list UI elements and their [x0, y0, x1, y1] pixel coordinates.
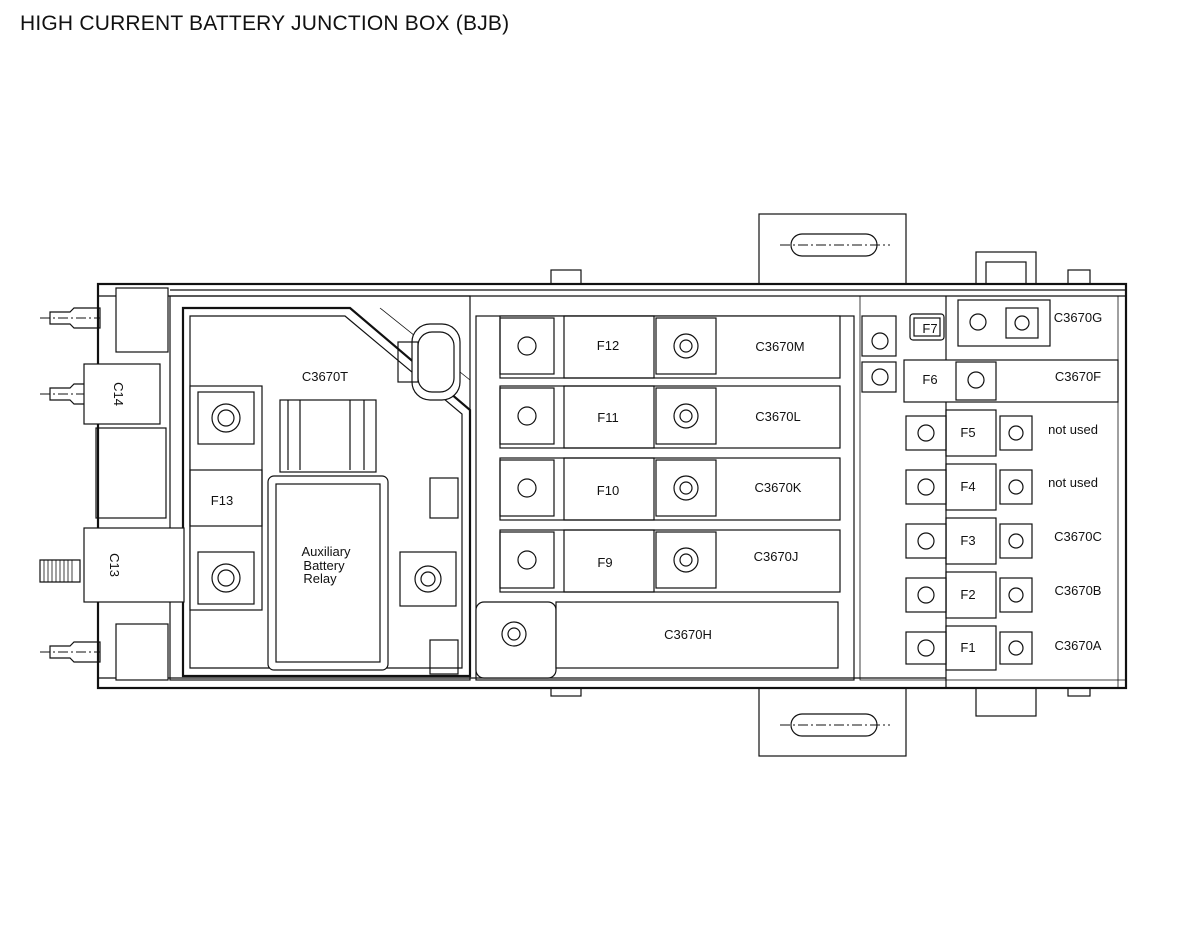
relay-label-line-3: Relay	[303, 571, 337, 586]
fuse-row-f1	[905, 625, 1033, 671]
f9-label: F9	[597, 555, 612, 570]
c3670m-label: C3670M	[755, 339, 804, 354]
right-fuse-column	[861, 315, 897, 393]
f10-label: F10	[597, 483, 619, 498]
c14-label: C14	[111, 382, 126, 406]
f2-label: F2	[960, 587, 975, 602]
relay-label-line-2: Battery	[303, 558, 345, 573]
fuse-row-f2	[905, 571, 1033, 619]
fuse-row-f7	[909, 299, 1051, 347]
f13-label: F13	[211, 493, 233, 508]
f12-label: F12	[597, 338, 619, 353]
f5-label: F5	[960, 425, 975, 440]
f5-not-used-label: not used	[1048, 422, 1098, 437]
f1-label: F1	[960, 640, 975, 655]
c3670g-label: C3670G	[1054, 310, 1102, 325]
f6-label: F6	[922, 372, 937, 387]
fuse-row-f3	[905, 517, 1033, 565]
fuse-row-f11	[499, 385, 841, 449]
left-terminals	[39, 287, 185, 681]
fuse-row-f10	[499, 457, 841, 521]
c3670l-label: C3670L	[755, 409, 801, 424]
c13-label: C13	[107, 553, 122, 577]
fuse-row-f9	[499, 529, 841, 593]
c3670a-label: C3670A	[1055, 638, 1102, 653]
f3-label: F3	[960, 533, 975, 548]
fuse-row-f4	[905, 463, 1033, 511]
c3670b-label: C3670B	[1055, 583, 1102, 598]
f4-not-used-label: not used	[1048, 475, 1098, 490]
c3670k-label: C3670K	[755, 480, 802, 495]
mounting-bracket-bottom	[758, 687, 907, 757]
c3670t-connector	[397, 323, 461, 401]
c3670j-label: C3670J	[754, 549, 799, 564]
c3670f-label: C3670F	[1055, 369, 1101, 384]
auxiliary-battery-relay	[267, 399, 389, 671]
f4-label: F4	[960, 479, 975, 494]
c3670h-block	[475, 601, 839, 679]
c3670h-label: C3670H	[664, 627, 712, 642]
f11-label: F11	[597, 410, 618, 425]
fuse-row-f6	[903, 359, 1119, 403]
c3670c-label: C3670C	[1054, 529, 1102, 544]
fuse-row-f5	[905, 409, 1033, 457]
page-title: HIGH CURRENT BATTERY JUNCTION BOX (BJB)	[20, 12, 510, 35]
fuse-row-f12	[499, 315, 841, 379]
c3670t-label: C3670T	[302, 369, 348, 384]
f7-label: F7	[922, 321, 937, 336]
relay-label-line-1: Auxiliary	[301, 544, 351, 559]
fuse-f13	[189, 385, 263, 611]
mounting-bracket-top	[758, 213, 907, 285]
center-stud	[399, 477, 459, 675]
